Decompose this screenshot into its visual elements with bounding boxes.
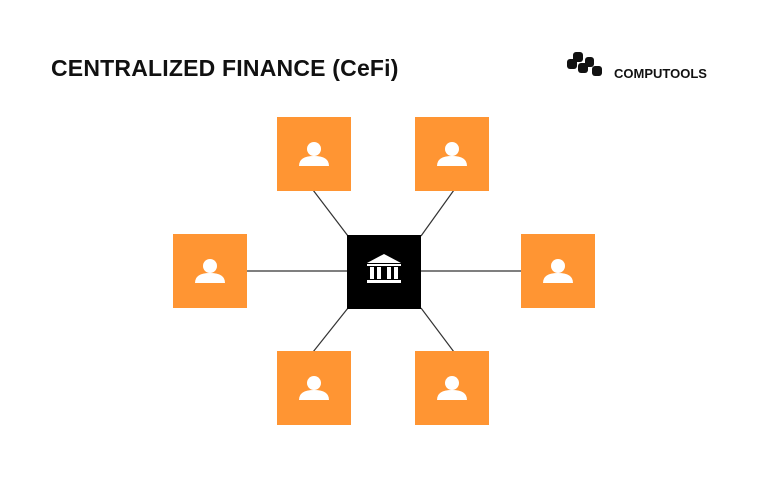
user-node-left bbox=[173, 234, 247, 308]
bank-icon bbox=[367, 254, 401, 283]
center-node bbox=[347, 235, 421, 309]
user-icon bbox=[299, 376, 329, 400]
user-icon bbox=[299, 142, 329, 166]
user-node-bottom-left bbox=[277, 351, 351, 425]
brand-name: COMPUTOOLS bbox=[614, 66, 707, 81]
user-icon bbox=[543, 259, 573, 283]
user-node-right bbox=[521, 234, 595, 308]
edge-top-left bbox=[312, 189, 349, 237]
user-icon bbox=[437, 142, 467, 166]
user-node-top-left bbox=[277, 117, 351, 191]
page-title: CENTRALIZED FINANCE (CeFi) bbox=[51, 55, 399, 81]
edge-bottom-left bbox=[312, 307, 349, 353]
computools-logo-icon bbox=[567, 52, 602, 76]
user-node-bottom-right bbox=[415, 351, 489, 425]
user-icon bbox=[195, 259, 225, 283]
user-node-top-right bbox=[415, 117, 489, 191]
edge-top-right bbox=[420, 189, 455, 237]
edge-bottom-right bbox=[420, 307, 455, 353]
user-icon bbox=[437, 376, 467, 400]
